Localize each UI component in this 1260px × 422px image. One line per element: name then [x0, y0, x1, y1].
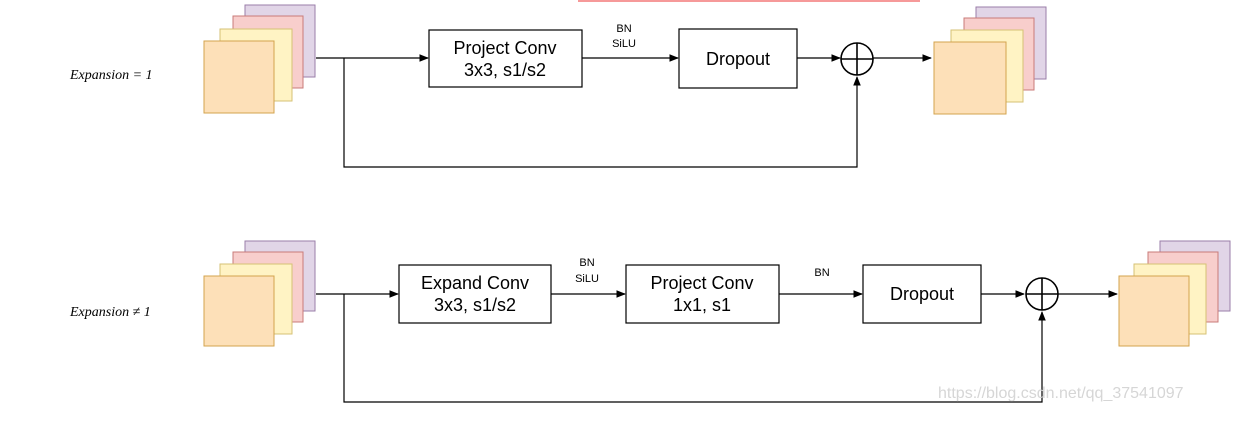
- row1-bn-label: BN: [616, 23, 631, 35]
- row1-dropout-label: Dropout: [706, 49, 770, 69]
- row2-project-conv-line2: 1x1, s1: [673, 295, 731, 315]
- row1-project-conv-box: [428, 29, 583, 88]
- row2-expand-conv-line2: 3x3, s1/s2: [434, 295, 516, 315]
- row1-add-icon: [840, 42, 874, 76]
- row2-expansion-label: Expansion ≠ 1: [69, 305, 151, 320]
- row2-project-conv-box: [625, 264, 780, 324]
- row2-expand-conv-line1: Expand Conv: [421, 273, 529, 293]
- row1-expansion-label: Expansion = 1: [69, 68, 153, 83]
- row2-expand-conv-box: [398, 264, 552, 324]
- row1-output-feature-stack: [933, 6, 1047, 115]
- row2-bn-label-1: BN: [579, 257, 594, 269]
- row2-input-feature-stack: [203, 240, 316, 347]
- row1-dropout-box: [678, 28, 798, 89]
- row2-shortcut-line: [343, 294, 1046, 403]
- row2-bn-label-2: BN: [814, 267, 829, 279]
- row2-dropout-label: Dropout: [890, 284, 954, 304]
- row2-dropout-box: [862, 264, 982, 324]
- row1-shortcut-line: [343, 58, 861, 168]
- row2-add-icon: [1025, 277, 1059, 311]
- row1-silu-label: SiLU: [612, 38, 636, 50]
- row2-project-conv-line1: Project Conv: [650, 273, 753, 293]
- watermark-text: https://blog.csdn.net/qq_37541097: [938, 385, 1184, 402]
- row2-silu-label: SiLU: [575, 273, 599, 285]
- row1-project-conv-line1: Project Conv: [453, 38, 556, 58]
- row2-output-feature-stack: [1118, 240, 1231, 347]
- row1-input-feature-stack: [203, 4, 316, 114]
- row1-project-conv-line2: 3x3, s1/s2: [464, 60, 546, 80]
